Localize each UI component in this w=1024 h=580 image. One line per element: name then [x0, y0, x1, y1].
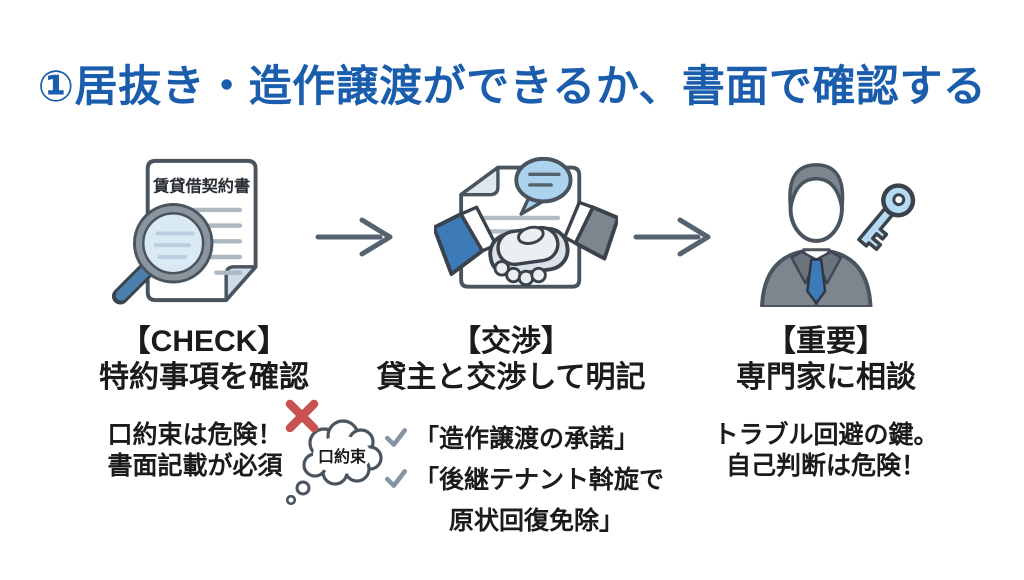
step-important-note-line2: 自己判断は危険！	[725, 452, 926, 480]
checklist-item: 「後継テナント斡旋で	[384, 460, 704, 496]
step-check-tag: 【CHECK】	[120, 325, 288, 358]
check-icon	[384, 428, 408, 447]
step-check-note-line2: 書面記載が必須	[107, 452, 283, 480]
step-negotiate-checklist: 「造作譲渡の承諾」 「後継テナント斡旋で 原状回復免除」	[384, 419, 704, 537]
checklist-item-text: 「造作譲渡の承諾」	[414, 425, 640, 453]
step-check-note-line1: 口約束は危険！	[107, 421, 283, 449]
step-negotiate-title: 貸主と交渉して明記	[376, 361, 646, 394]
step-important-note: トラブル回避の鍵。 自己判断は危険！	[676, 420, 976, 482]
step-important-title: 専門家に相談	[736, 361, 916, 394]
hands-icon	[434, 200, 618, 287]
check-icon	[384, 469, 408, 488]
checklist-item: 「造作譲渡の承諾」	[384, 419, 704, 455]
page-title: ①居抜き・造作譲渡ができるか、書面で確認する	[37, 63, 987, 111]
key-icon	[857, 183, 916, 251]
consultant-icon	[759, 163, 916, 307]
checklist-item-continuation: 原状回復免除」	[449, 507, 625, 535]
step-check-note: 口約束は危険！ 書面記載が必須	[70, 420, 320, 482]
step-important-tag: 【重要】	[766, 325, 886, 358]
contract-document-icon: 賃貸借契約書	[111, 158, 258, 305]
cross-icon	[285, 399, 319, 433]
step-check-heading: 【CHECK】 特約事項を確認	[54, 324, 354, 396]
thought-bubble: 口約束	[285, 419, 383, 506]
magnifier-icon	[111, 203, 214, 305]
thought-bubble-text: 口約束	[318, 447, 367, 466]
speech-bubble-icon	[514, 156, 573, 216]
document-title-text: 賃貸借契約書	[152, 176, 250, 195]
handshake-icon	[434, 156, 618, 289]
checklist-item-text: 「後継テナント斡旋で	[414, 466, 665, 494]
step-negotiate-tag: 【交渉】	[451, 325, 571, 358]
step-negotiate-heading: 【交渉】 貸主と交渉して明記	[361, 324, 661, 396]
step-important-note-line1: トラブル回避の鍵。	[713, 421, 939, 449]
businessman-icon	[759, 163, 873, 307]
flow-arrow-2-icon	[633, 217, 711, 257]
step-important-heading: 【重要】 専門家に相談	[676, 324, 976, 396]
flow-arrow-1-icon	[315, 217, 393, 257]
step-check-title: 特約事項を確認	[99, 361, 309, 394]
